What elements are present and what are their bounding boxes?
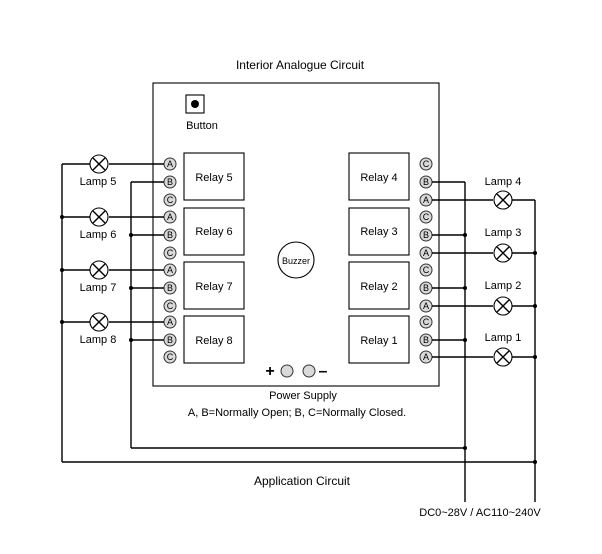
legend-text: A, B=Normally Open; B, C=Normally Closed… — [188, 407, 406, 419]
lamp-2-icon — [493, 296, 513, 316]
terminal-8b-label: B — [167, 335, 173, 345]
terminal-4c-label: C — [423, 159, 430, 169]
lamp-3-icon — [493, 243, 513, 263]
relay-7: Relay 7 — [183, 261, 245, 310]
relay-4-label: Relay 4 — [360, 172, 397, 184]
buzzer-label: Buzzer — [282, 256, 310, 266]
left-wiring — [60, 163, 164, 462]
relay-3: Relay 3 — [348, 207, 410, 256]
power-supply-label: Power Supply — [269, 390, 337, 402]
lamp-8-label: Lamp 8 — [80, 334, 117, 346]
terminal-3c — [419, 210, 433, 224]
minus-sign: – — [319, 363, 328, 380]
lamp-7-icon — [89, 260, 109, 280]
relay-4: Relay 4 — [348, 152, 410, 201]
terminal-5c-label: C — [167, 195, 174, 205]
relay-2: Relay 2 — [348, 261, 410, 310]
terminal-3b-label: B — [423, 230, 429, 240]
button-icon[interactable] — [185, 94, 205, 114]
terminal-7c — [163, 299, 177, 313]
terminal-3c-label: C — [423, 212, 430, 222]
terminal-2c-label: C — [423, 265, 430, 275]
relay-2-label: Relay 2 — [360, 281, 397, 293]
relay-7-label: Relay 7 — [195, 281, 232, 293]
relay-3-label: Relay 3 — [360, 226, 397, 238]
supply-voltage-label: DC0~28V / AC110~240V — [419, 507, 541, 519]
power-terminal-positive — [280, 364, 294, 378]
lamp-1-icon — [493, 347, 513, 367]
terminal-6b-label: B — [167, 230, 173, 240]
terminal-2a-label: A — [423, 301, 429, 311]
buzzer-icon — [277, 241, 315, 279]
terminal-1c — [419, 315, 433, 329]
lamp-6-label: Lamp 6 — [80, 229, 117, 241]
terminal-5a-label: A — [167, 159, 173, 169]
terminal-5c — [163, 193, 177, 207]
right-terminals: C B A C B A C B A C B A — [419, 157, 433, 364]
relay-5-label: Relay 5 — [195, 172, 232, 184]
lamp-5-label: Lamp 5 — [80, 176, 117, 188]
relay-1-label: Relay 1 — [360, 335, 397, 347]
plus-sign: + — [265, 363, 274, 380]
relay-6: Relay 6 — [183, 207, 245, 256]
relay-8-label: Relay 8 — [195, 335, 232, 347]
terminal-1b-label: B — [423, 335, 429, 345]
relay-5: Relay 5 — [183, 152, 245, 201]
terminal-7c-label: C — [167, 301, 174, 311]
terminal-1a-label: A — [423, 352, 429, 362]
button-label: Button — [186, 120, 218, 132]
lamp-5-icon — [89, 154, 109, 174]
terminal-4c — [419, 157, 433, 171]
terminal-7b-label: B — [167, 283, 173, 293]
terminal-3a-label: A — [423, 248, 429, 258]
relay-1: Relay 1 — [348, 315, 410, 364]
lamp-7-label: Lamp 7 — [80, 282, 117, 294]
lamp-4-label: Lamp 4 — [485, 176, 522, 188]
terminal-2b-label: B — [423, 283, 429, 293]
relay-6-label: Relay 6 — [195, 226, 232, 238]
terminal-4a-label: A — [423, 195, 429, 205]
terminal-6c-label: C — [167, 248, 174, 258]
lamp-1-label: Lamp 1 — [485, 332, 522, 344]
diagram-title: Interior Analogue Circuit — [236, 58, 365, 72]
terminal-5b-label: B — [167, 177, 173, 187]
lamp-2-label: Lamp 2 — [485, 280, 522, 292]
terminal-6a-label: A — [167, 212, 173, 222]
terminal-2c — [419, 263, 433, 277]
terminal-6c — [163, 246, 177, 260]
application-label: Application Circuit — [254, 474, 351, 488]
terminal-4b-label: B — [423, 177, 429, 187]
terminal-8a-label: A — [167, 317, 173, 327]
terminal-8c — [163, 350, 177, 364]
relay-8: Relay 8 — [183, 315, 245, 364]
application-wiring — [62, 446, 537, 464]
terminal-7a-label: A — [167, 265, 173, 275]
lamp-3-label: Lamp 3 — [485, 227, 522, 239]
lamp-8-icon — [89, 312, 109, 332]
lamp-4-icon — [493, 190, 513, 210]
power-terminal-negative — [302, 364, 316, 378]
lamp-6-icon — [89, 207, 109, 227]
terminal-1c-label: C — [423, 317, 430, 327]
terminal-8c-label: C — [167, 352, 174, 362]
